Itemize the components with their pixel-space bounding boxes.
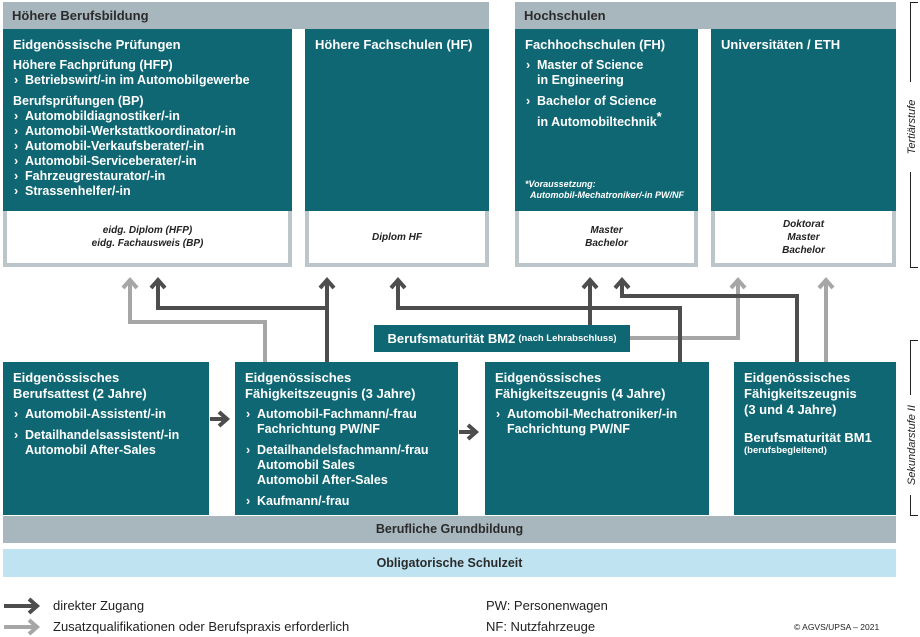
bm1-note: (berufsbegleitend) [744, 445, 827, 456]
university-box: Universitäten / ETH [711, 29, 896, 211]
certificate-line: eidg. Diplom (HFP) [102, 225, 193, 236]
bm2-label: Berufsmaturität BM2 [387, 331, 516, 346]
hf-title: Höhere Fachschulen (HF) [315, 37, 473, 52]
federal-exams-box: Eidgenössische Prüfungen Höhere Fachprüf… [3, 29, 292, 211]
attest-list: Automobil-Assistent/-in Detailhandelsass… [13, 407, 199, 458]
certificate-line: Master [787, 231, 820, 243]
compulsory-schooling-bar: Obligatorische Schulzeit [3, 549, 896, 577]
list-item: Automobil-Mechatroniker/-inFachrichtung … [495, 407, 699, 437]
federal-exams-certificate: eidg. Diplom (HFP) eidg. Fachausweis (BP… [3, 211, 292, 267]
footnote-marker: * [656, 109, 662, 124]
fh-box: Fachhochschulen (FH) Master of Sciencein… [515, 29, 698, 211]
copyright: © AGVS/UPSA – 2021 [794, 622, 880, 632]
hfp-list: Betriebswirt/-in im Automobilgewerbe [13, 73, 282, 88]
university-certificate: Doktorat Master Bachelor [711, 211, 896, 267]
certificate-line: Doktorat [782, 218, 825, 230]
bm2-note: (nach Lehrabschluss) [518, 333, 617, 344]
list-item: Automobil-Verkaufsberater/-in [13, 139, 282, 154]
list-item: Automobil-Assistent/-in [13, 407, 199, 422]
bm1-label: Berufsmaturität BM1 [744, 430, 872, 445]
list-item: Kaufmann/-frau [245, 494, 448, 509]
list-item: Betriebswirt/-in im Automobilgewerbe [13, 73, 282, 88]
efz-4-list: Automobil-Mechatroniker/-inFachrichtung … [495, 407, 699, 437]
dark-arrows [149, 276, 799, 441]
certificate-line: eidg. Fachausweis (BP) [91, 238, 204, 249]
certificate-line: Master [590, 225, 623, 236]
bm2-box: Berufsmaturität BM2 (nach Lehrabschluss) [374, 325, 630, 352]
fh-footnote: *Voraussetzung: Automobil-Mechatroniker/… [525, 179, 684, 200]
fh-certificate: Master Bachelor [515, 211, 698, 267]
certificate-line: Bachelor [585, 238, 628, 249]
list-item: Automobil-Serviceberater/-in [13, 154, 282, 169]
hfp-title: Höhere Fachprüfung (HFP) [13, 58, 173, 72]
list-item: Automobil-Werkstattkoordinator/-in [13, 124, 282, 139]
university-title: Universitäten / ETH [721, 37, 841, 52]
higher-vocational-band: Höhere Berufsbildung [3, 2, 489, 29]
legend-pw: PW: Personenwagen [486, 598, 608, 613]
legend-nf: NF: Nutzfahrzeuge [486, 619, 596, 634]
certificate-line: Bachelor [782, 244, 825, 256]
bp-list: Automobildiagnostiker/-in Automobil-Werk… [13, 109, 282, 199]
list-item: Automobildiagnostiker/-in [13, 109, 282, 124]
legend-additional-qualifications: Zusatzqualifikationen oder Berufspraxis … [53, 619, 350, 634]
light-arrows [121, 276, 835, 362]
fh-title: Fachhochschulen (FH) [525, 37, 666, 52]
federal-exams-title: Eidgenössische Prüfungen [13, 37, 181, 52]
legend-direct-access: direkter Zugang [53, 598, 145, 613]
certificate-line: Diplom HF [372, 231, 422, 243]
universities-band: Hochschulen [515, 2, 896, 29]
hf-certificate: Diplom HF [305, 211, 489, 267]
list-item: Fahrzeugrestaurator/-in [13, 169, 282, 184]
list-item: Strassenhelfer/-in [13, 184, 282, 199]
vocational-basic-training-bar: Berufliche Grundbildung [3, 516, 896, 543]
hf-box: Höhere Fachschulen (HF) [305, 29, 489, 211]
bp-title: Berufsprüfungen (BP) [13, 94, 144, 108]
